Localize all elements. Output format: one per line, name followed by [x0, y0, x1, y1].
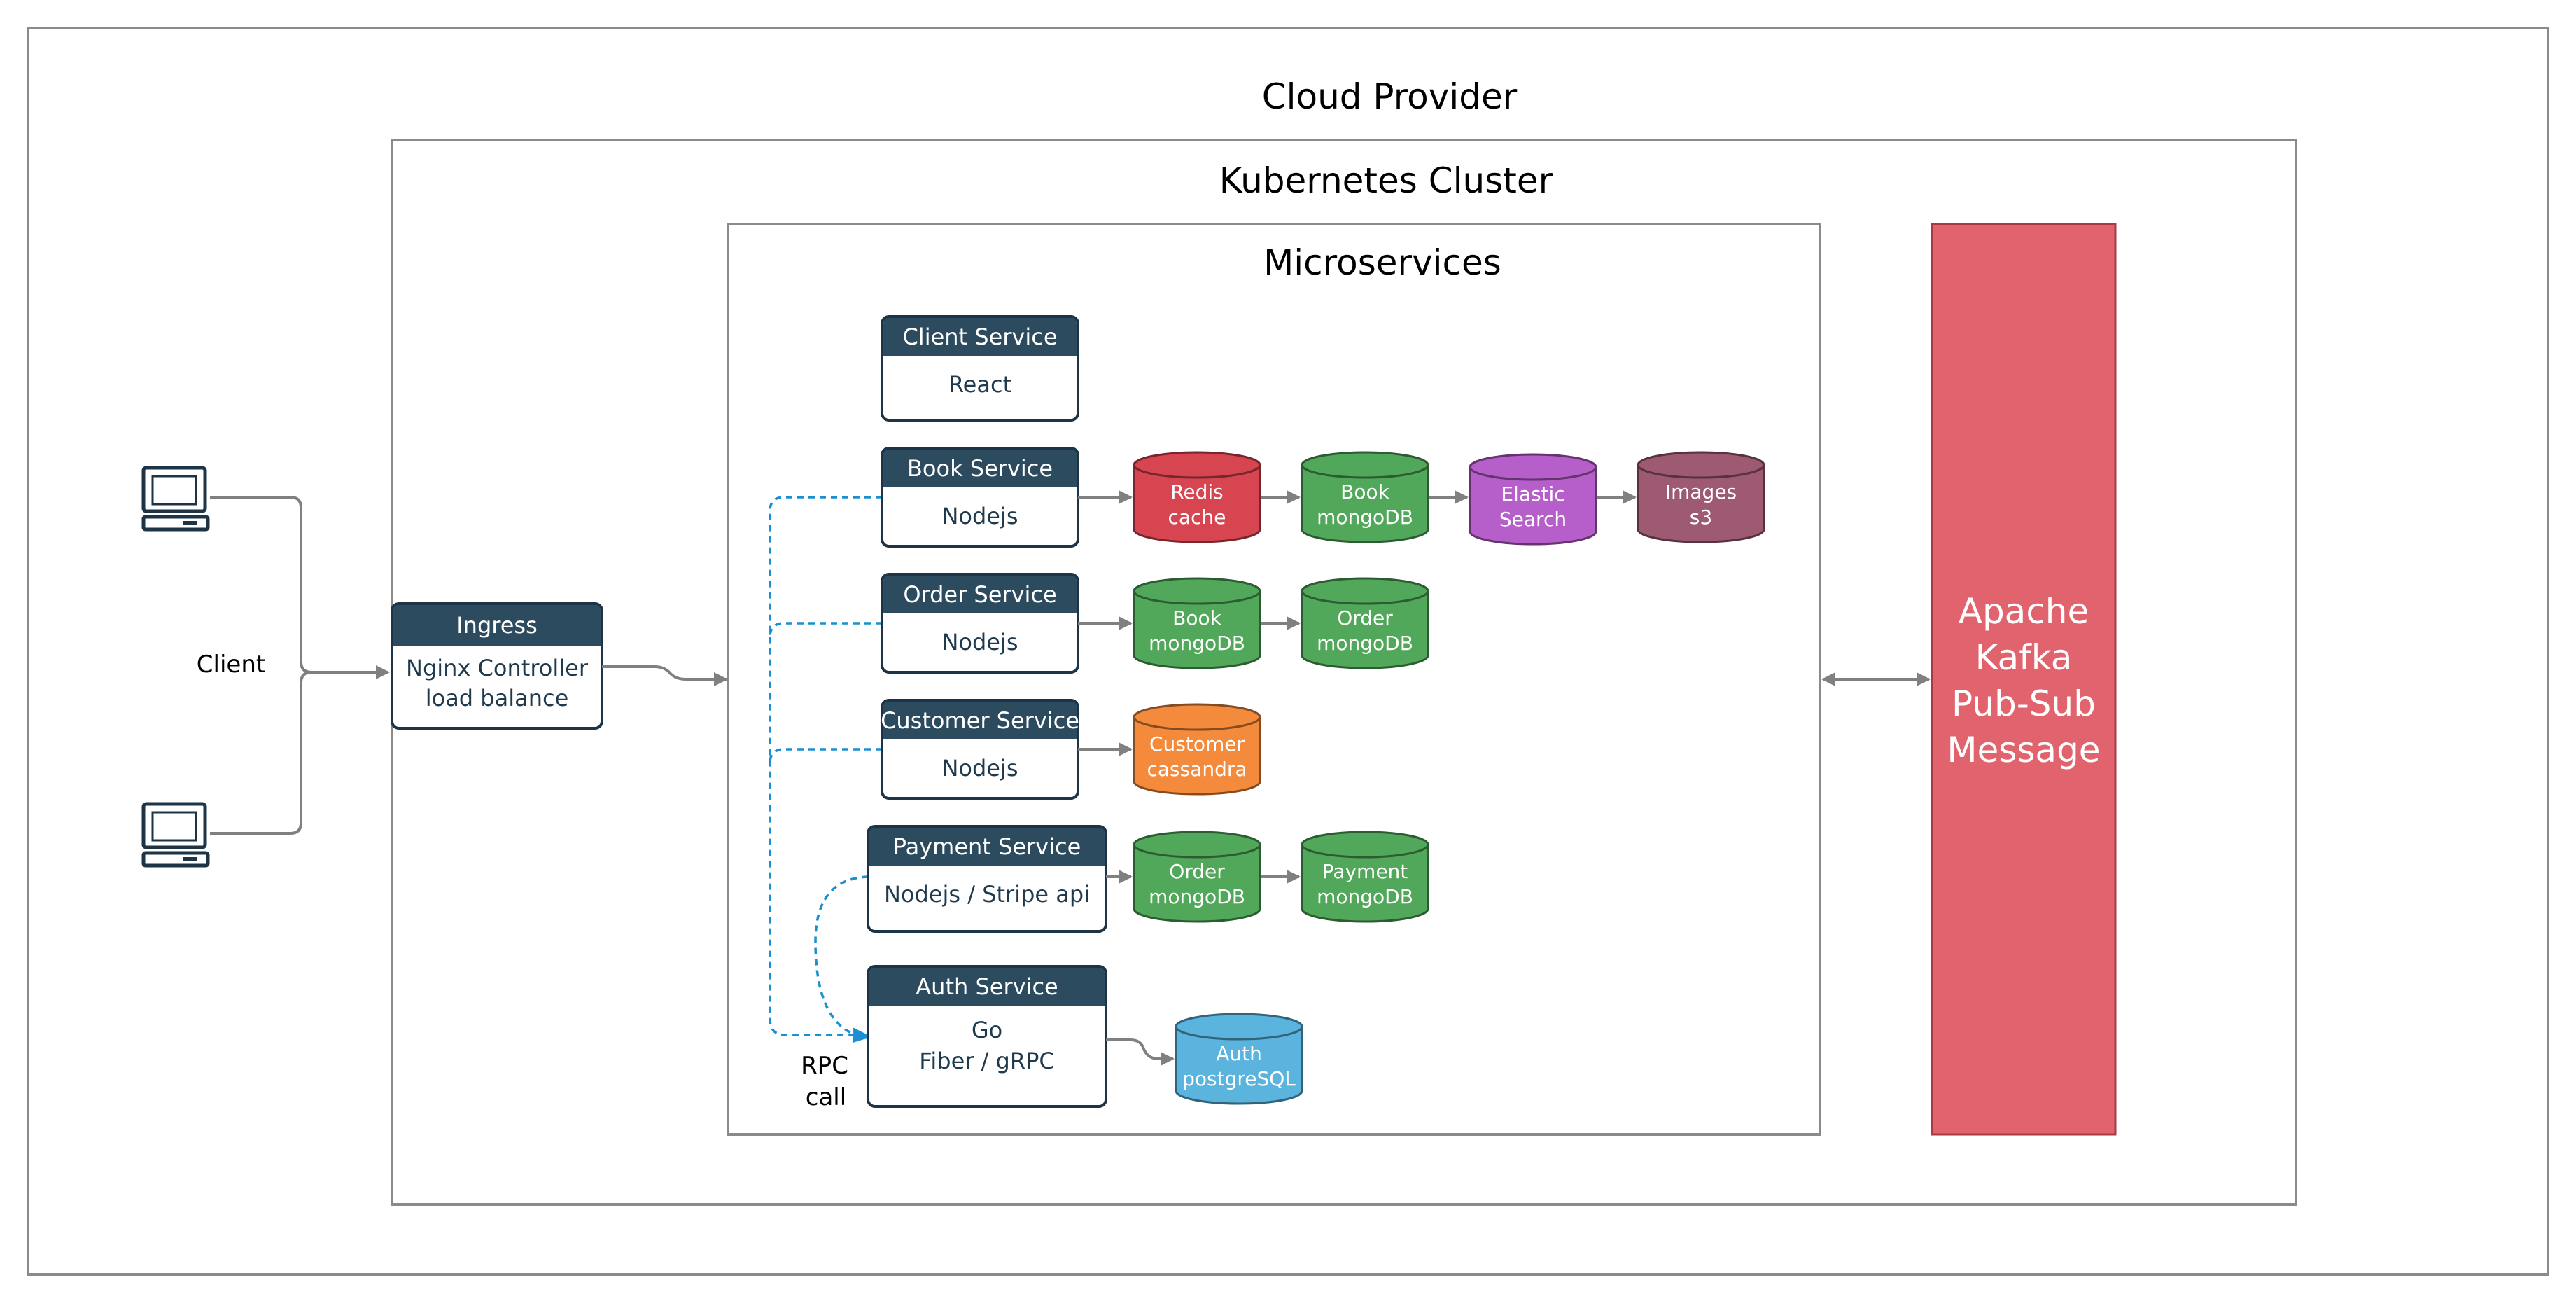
database-label-line2: mongoDB	[1149, 885, 1245, 908]
client-label: Client	[197, 651, 265, 679]
kafka-line1: Apache	[1959, 591, 2090, 632]
database-label-line2: Search	[1499, 508, 1567, 531]
kubernetes-cluster-title: Kubernetes Cluster	[1219, 160, 1553, 201]
database-book-mongo-1[interactable]: Book mongoDB	[1301, 451, 1429, 543]
database-label-line1: Book	[1340, 480, 1390, 503]
database-redis-cache[interactable]: Redis cache	[1133, 451, 1261, 543]
service-order-title: Order Service	[903, 581, 1056, 608]
computer-icon	[141, 802, 210, 868]
database-label-line2: postgreSQL	[1182, 1067, 1296, 1090]
database-label-line1: Book	[1172, 606, 1222, 630]
database-label-line2: mongoDB	[1149, 632, 1245, 655]
database-label-line2: mongoDB	[1317, 506, 1413, 529]
rpc-call-line1: RPC	[801, 1052, 848, 1080]
client-computer-top[interactable]	[141, 466, 210, 532]
client-top-connector	[210, 496, 390, 679]
database-label-line1: Order	[1337, 606, 1393, 630]
rpc-call-line2: call	[806, 1083, 846, 1111]
service-book-title: Book Service	[907, 455, 1053, 482]
microservices-frame: Microservices	[727, 223, 1821, 1136]
service-auth-line2: Fiber / gRPC	[919, 1048, 1054, 1074]
database-label-line2: cassandra	[1147, 758, 1247, 781]
ingress-to-microservices-connector	[602, 665, 728, 686]
service-payment-title: Payment Service	[893, 833, 1082, 860]
database-label-line1: Images	[1665, 480, 1737, 503]
client-bottom-connector	[210, 671, 388, 835]
service-customer-line1: Nodejs	[941, 755, 1018, 781]
kafka-line4: Message	[1947, 730, 2100, 770]
service-book-line1: Nodejs	[941, 503, 1018, 529]
service-auth-line1: Go	[972, 1017, 1002, 1043]
databases-layer: RediscacheBookmongoDBElasticSearchImages…	[1133, 451, 1765, 1105]
ingress-title: Ingress	[456, 612, 538, 639]
database-label-line2: mongoDB	[1317, 632, 1413, 655]
cloud-provider-frame: Cloud Provider	[27, 27, 2549, 1276]
db-connectors	[1078, 490, 1637, 1066]
database-images-s3[interactable]: Images s3	[1637, 451, 1765, 543]
rpc-connectors	[769, 496, 882, 1043]
database-label-line1: Customer	[1149, 732, 1245, 756]
database-label-line2: cache	[1168, 506, 1226, 529]
cloud-provider-title: Cloud Provider	[1262, 76, 1518, 117]
microservices-title: Microservices	[1264, 242, 1502, 283]
service-order-line1: Nodejs	[941, 629, 1018, 655]
client-computer-bottom[interactable]	[141, 802, 210, 868]
ingress-box[interactable]: Ingress Nginx Controller load balance	[391, 602, 603, 730]
ingress-line1: Nginx Controller	[406, 655, 589, 681]
kafka-line2: Kafka	[1975, 637, 2073, 678]
service-auth-title: Auth Service	[916, 973, 1058, 1000]
service-client-title: Client Service	[902, 324, 1057, 350]
database-label-line1: Order	[1169, 860, 1225, 883]
computer-icon	[141, 466, 210, 532]
service-client-line1: React	[948, 371, 1011, 398]
database-label-line1: Elastic	[1501, 482, 1564, 506]
database-label-line1: Redis	[1170, 480, 1224, 503]
service-payment-line1: Nodejs / Stripe api	[884, 881, 1090, 908]
kafka-line3: Pub-Sub	[1952, 683, 2096, 724]
service-customer-title: Customer Service	[881, 707, 1079, 734]
ingress-line2: load balance	[426, 685, 569, 711]
kafka-block[interactable]: Apache Kafka Pub-Sub Message	[1931, 223, 2117, 1136]
database-label-line2: mongoDB	[1317, 885, 1413, 908]
database-label-line1: Auth	[1216, 1042, 1262, 1065]
database-label-line1: Payment	[1322, 860, 1408, 883]
database-label-line2: s3	[1690, 506, 1712, 529]
